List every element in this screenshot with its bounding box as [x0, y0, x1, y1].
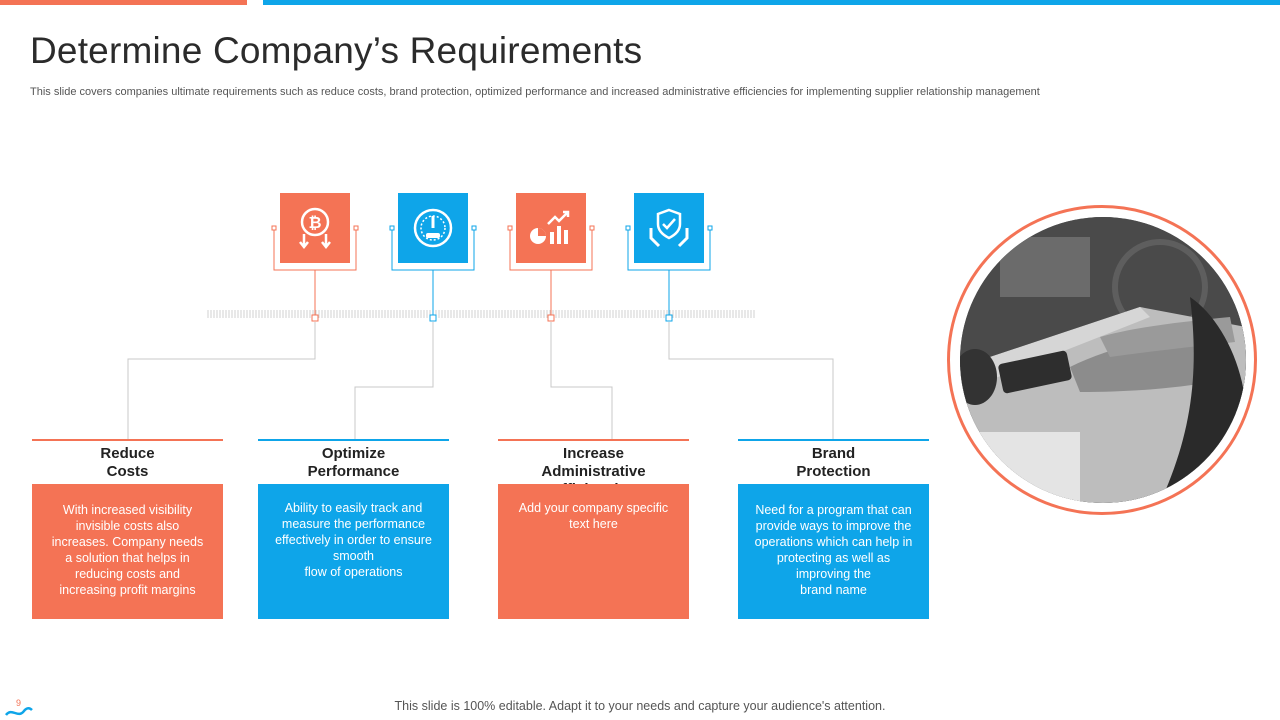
heading-line: Protection	[796, 463, 871, 480]
page-title: Determine Company’s Requirements	[30, 30, 643, 71]
heading-line: Performance	[307, 463, 400, 480]
card-rule-increase-efficiencies	[498, 439, 689, 441]
reduce-costs-icon-box: ₿	[280, 193, 350, 263]
card-rule-brand-protection	[738, 439, 929, 441]
node-2	[429, 314, 437, 322]
card-body-increase-efficiencies: Add your company specific text here	[498, 484, 689, 619]
card-body-optimize-performance: Ability to easily track and measure the …	[258, 484, 449, 619]
optimize-performance-icon-box	[398, 193, 468, 263]
card-heading-reduce-costs: Reduce Costs	[32, 445, 223, 481]
heading-line: Costs	[106, 463, 149, 480]
card-rule-reduce-costs	[32, 439, 223, 441]
heading-line: Increase	[563, 445, 624, 462]
top-accent-bar-blue	[263, 0, 1280, 5]
card-body-brand-protection: Need for a program that can provide ways…	[738, 484, 929, 619]
laptop-typing-photo	[960, 217, 1246, 503]
top-accent-bar-orange	[0, 0, 247, 5]
card-body-reduce-costs: With increased visibility invisible cost…	[32, 484, 223, 619]
heading-line: Reduce	[100, 445, 155, 462]
node-3	[547, 314, 555, 322]
node-1	[311, 314, 319, 322]
shield-hands-icon	[649, 208, 689, 248]
footer-note: This slide is 100% editable. Adapt it to…	[394, 699, 886, 713]
bitcoin-down-icon: ₿	[299, 207, 331, 250]
page-subtitle: This slide covers companies ultimate req…	[30, 86, 1040, 98]
card-rule-optimize-performance	[258, 439, 449, 441]
node-4	[665, 314, 673, 322]
card-text: Ability to easily track and measure the …	[275, 501, 432, 579]
page-number: 9	[16, 698, 22, 708]
connector-1	[127, 322, 316, 440]
connector-4	[668, 322, 834, 440]
timeline-ticks	[207, 310, 755, 318]
svg-text:₿: ₿	[308, 213, 321, 232]
card-heading-brand-protection: Brand Protection	[738, 445, 929, 481]
growth-chart-icon	[530, 210, 570, 244]
increase-efficiencies-icon-box	[516, 193, 586, 263]
speedometer-icon	[413, 208, 453, 248]
brand-protection-icon-box	[634, 193, 704, 263]
photo-illustration	[960, 217, 1246, 503]
card-heading-optimize-performance: Optimize Performance	[258, 445, 449, 481]
card-text: Add your company specific text here	[518, 501, 669, 531]
card-text: Need for a program that can provide ways…	[754, 503, 913, 597]
photo-ring	[947, 205, 1257, 515]
connector-3	[550, 322, 613, 440]
heading-line: Brand	[811, 445, 856, 462]
card-text: With increased visibility invisible cost…	[51, 503, 204, 597]
logo-wave-icon	[5, 707, 33, 716]
heading-line: Optimize	[321, 445, 386, 462]
connector-2	[354, 322, 434, 440]
